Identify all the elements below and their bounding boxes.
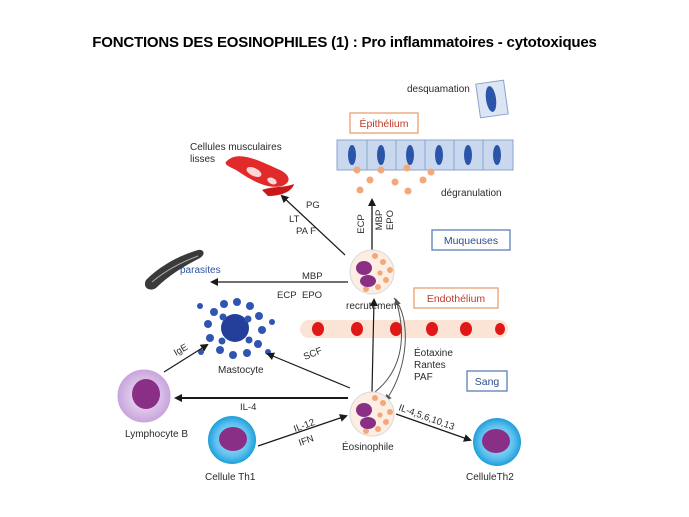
arrow-ige (163, 343, 209, 373)
parasites-label: parasites (180, 265, 221, 276)
recruitment-label: recrutement (346, 301, 400, 312)
paf-mid-label: PAF (414, 372, 433, 383)
desquamation-cell (475, 79, 509, 119)
paf-top-label: PA F (296, 226, 316, 237)
th1-cell (208, 416, 256, 464)
endothelium-box-label: Endothélium (427, 293, 486, 305)
il4-label: IL-4 (240, 402, 256, 413)
pg-label: PG (306, 200, 320, 211)
epithelium-layer (336, 139, 514, 171)
il12-label: IL-12 (292, 417, 316, 435)
mbp-top-label: MBP (374, 210, 385, 231)
sang-box-label: Sang (475, 376, 500, 388)
epo-top-label: EPO (385, 210, 396, 230)
th1-label: Cellule Th1 (205, 472, 256, 483)
mastocyte-cell (197, 298, 275, 359)
eosinophil-main (349, 391, 395, 437)
muqueuses-box (431, 229, 511, 251)
endothelium-box (413, 287, 499, 309)
lt-label: LT (289, 214, 300, 225)
arrow-to-th2 (395, 413, 472, 442)
ifn-label: IFN (297, 433, 315, 449)
ecp-mid-label: ECP (277, 290, 297, 301)
rantes-label: Rantes (414, 360, 446, 371)
eosinophil-label: Éosinophile (342, 440, 394, 453)
muqueuses-box-label: Muqueuses (444, 235, 498, 247)
th2-cell (473, 418, 521, 466)
parasite-icon (144, 249, 204, 290)
degranulation-label: dégranulation (441, 188, 502, 199)
mbp-mid-label: MBP (302, 271, 323, 282)
epithelium-box (349, 112, 419, 134)
ige-label: IgE (172, 342, 190, 359)
smooth-muscle-label-1: Cellules musculaires (190, 142, 282, 153)
desquamation-label: desquamation (407, 84, 470, 95)
endothelium-layer (300, 320, 508, 338)
arrow-chemokine-curve (384, 297, 406, 402)
smooth-muscle-label-2: lisses (190, 154, 215, 165)
arrow-eosinophil-to-recruitment (369, 298, 378, 393)
smooth-muscle-cells (225, 156, 294, 196)
eosinophil-recruitment (349, 249, 395, 295)
arrow-to-muscle (280, 194, 346, 256)
arrow-to-mastocyte (266, 352, 351, 389)
degranulation-granules (353, 164, 435, 195)
lymphocyte-b-label: Lymphocyte B (125, 429, 188, 440)
th2-label: CelluleTh2 (466, 472, 514, 483)
lymphocyte-b-cell (117, 369, 171, 423)
epithelium-box-label: Épithélium (359, 117, 408, 130)
epo-mid-label: EPO (302, 290, 322, 301)
ecp-top-label: ECP (356, 214, 367, 234)
slide-title: FONCTIONS DES EOSINOPHILES (1) : Pro inf… (92, 34, 597, 51)
scf-label: SCF (302, 345, 324, 362)
eotaxine-label: Éotaxine (414, 346, 453, 359)
mastocyte-label: Mastocyte (218, 365, 264, 376)
arrow-il12-ifn (257, 414, 348, 447)
sang-box (466, 370, 508, 392)
arrow-chemokine-return (374, 298, 402, 393)
